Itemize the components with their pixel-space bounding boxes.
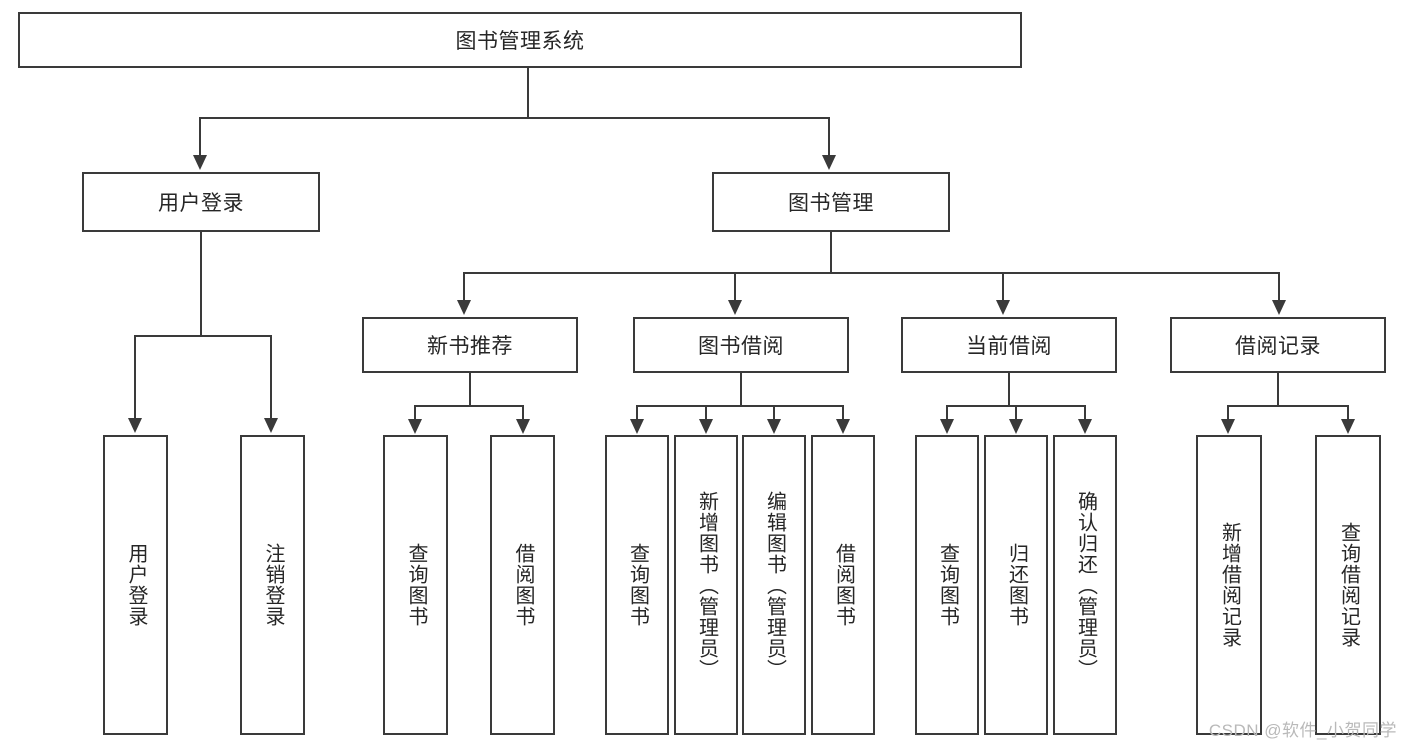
leaf-query-book-borrow-label: 查询图书 [626, 543, 649, 627]
edge-root-bar [199, 117, 829, 119]
edge-book-mgmt-drop-2 [734, 272, 736, 302]
edge-new-book-stem [469, 373, 471, 405]
edge-book-mgmt-stem [830, 232, 832, 272]
node-root-label: 图书管理系统 [455, 30, 585, 53]
arrowhead-leaf-query-record [1341, 419, 1355, 434]
leaf-add-book-admin[interactable]: 新增图书（管理员） [674, 435, 738, 735]
edge-borrow-records-bar [1227, 405, 1349, 407]
edge-user-login-drop-2 [270, 335, 272, 420]
edge-borrow-records-drop-1 [1227, 405, 1229, 421]
arrowhead-leaf-query-book-1 [408, 419, 422, 434]
leaf-borrow-book-recommend-label: 借阅图书 [512, 543, 534, 627]
leaf-query-book-recommend[interactable]: 查询图书 [383, 435, 448, 735]
node-user-login-label: 用户登录 [158, 192, 244, 215]
node-current-borrow-label: 当前借阅 [966, 335, 1052, 358]
node-book-management-label: 图书管理 [788, 192, 874, 215]
edge-current-borrow-stem [1008, 373, 1010, 405]
node-current-borrow[interactable]: 当前借阅 [901, 317, 1117, 373]
leaf-user-login-label: 用户登录 [125, 543, 147, 627]
leaf-borrow-book-recommend[interactable]: 借阅图书 [490, 435, 555, 735]
arrowhead-leaf-confirm-return [1078, 419, 1092, 434]
arrowhead-leaf-user-login [128, 418, 142, 433]
arrowhead-leaf-return-book [1009, 419, 1023, 434]
arrowhead-leaf-query-book-2 [630, 419, 644, 434]
arrowhead-leaf-query-book-3 [940, 419, 954, 434]
leaf-logout-label: 注销登录 [262, 543, 284, 627]
edge-new-book-drop-1 [414, 405, 416, 421]
node-book-borrow[interactable]: 图书借阅 [633, 317, 849, 373]
arrowhead-user-login [193, 155, 207, 170]
edge-book-borrow-drop-4 [842, 405, 844, 421]
leaf-add-borrow-record-label: 新增借阅记录 [1218, 522, 1241, 648]
arrowhead-leaf-edit-book [767, 419, 781, 434]
leaf-confirm-return-admin[interactable]: 确认归还（管理员） [1053, 435, 1117, 735]
edge-book-borrow-bar [636, 405, 844, 407]
arrowhead-leaf-borrow-book-2 [836, 419, 850, 434]
leaf-query-book-recommend-label: 查询图书 [405, 543, 427, 627]
leaf-query-book-current[interactable]: 查询图书 [915, 435, 979, 735]
edge-book-mgmt-drop-4 [1278, 272, 1280, 302]
edge-book-borrow-drop-1 [636, 405, 638, 421]
leaf-query-borrow-record[interactable]: 查询借阅记录 [1315, 435, 1381, 735]
edge-root-to-user-login [199, 117, 201, 157]
leaf-add-borrow-record[interactable]: 新增借阅记录 [1196, 435, 1262, 735]
arrowhead-leaf-add-book [699, 419, 713, 434]
node-new-book-recommend[interactable]: 新书推荐 [362, 317, 578, 373]
edge-user-login-drop-1 [134, 335, 136, 420]
edge-book-mgmt-drop-3 [1002, 272, 1004, 302]
arrowhead-leaf-borrow-book-1 [516, 419, 530, 434]
leaf-borrow-book-borrow-label: 借阅图书 [832, 543, 855, 627]
edge-current-borrow-drop-2 [1015, 405, 1017, 421]
edge-borrow-records-stem [1277, 373, 1279, 405]
leaf-edit-book-admin[interactable]: 编辑图书（管理员） [742, 435, 806, 735]
node-root[interactable]: 图书管理系统 [18, 12, 1022, 68]
node-borrow-records[interactable]: 借阅记录 [1170, 317, 1386, 373]
node-user-login[interactable]: 用户登录 [82, 172, 320, 232]
leaf-logout[interactable]: 注销登录 [240, 435, 305, 735]
leaf-query-borrow-record-label: 查询借阅记录 [1337, 522, 1360, 648]
leaf-add-book-admin-label: 新增图书（管理员） [695, 490, 718, 680]
edge-user-login-bar [134, 335, 270, 337]
edge-book-mgmt-drop-1 [463, 272, 465, 302]
arrowhead-book-borrow [728, 300, 742, 315]
edge-new-book-drop-2 [522, 405, 524, 421]
edge-user-login-stem [200, 232, 202, 335]
leaf-query-book-borrow[interactable]: 查询图书 [605, 435, 669, 735]
node-book-borrow-label: 图书借阅 [698, 335, 784, 358]
edge-book-borrow-drop-3 [773, 405, 775, 421]
arrowhead-new-book [457, 300, 471, 315]
node-borrow-records-label: 借阅记录 [1235, 335, 1321, 358]
edge-book-borrow-drop-2 [705, 405, 707, 421]
edge-current-borrow-drop-3 [1084, 405, 1086, 421]
leaf-user-login[interactable]: 用户登录 [103, 435, 168, 735]
arrowhead-book-mgmt [822, 155, 836, 170]
edge-current-borrow-drop-1 [946, 405, 948, 421]
arrowhead-borrow-records [1272, 300, 1286, 315]
node-new-book-recommend-label: 新书推荐 [427, 335, 513, 358]
leaf-confirm-return-admin-label: 确认归还（管理员） [1074, 490, 1097, 680]
arrowhead-leaf-add-record [1221, 419, 1235, 434]
edge-root-stem [527, 68, 529, 117]
leaf-return-book[interactable]: 归还图书 [984, 435, 1048, 735]
leaf-borrow-book-borrow[interactable]: 借阅图书 [811, 435, 875, 735]
leaf-return-book-label: 归还图书 [1005, 543, 1028, 627]
edge-borrow-records-drop-2 [1347, 405, 1349, 421]
node-book-management[interactable]: 图书管理 [712, 172, 950, 232]
edge-book-borrow-stem [740, 373, 742, 405]
edge-book-mgmt-bar [463, 272, 1280, 274]
arrowhead-current-borrow [996, 300, 1010, 315]
watermark: CSDN @软件_小贺同学 [1208, 721, 1397, 740]
edge-new-book-bar [414, 405, 524, 407]
arrowhead-leaf-logout [264, 418, 278, 433]
edge-root-to-book-mgmt [828, 117, 830, 157]
leaf-edit-book-admin-label: 编辑图书（管理员） [763, 490, 786, 680]
leaf-query-book-current-label: 查询图书 [936, 543, 959, 627]
